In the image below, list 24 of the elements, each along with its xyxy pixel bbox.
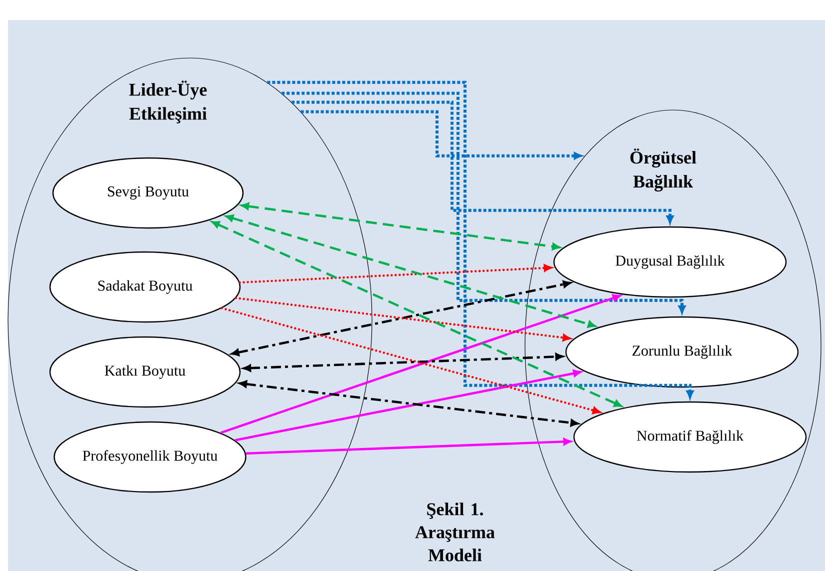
ellipse-node: Katkı Boyutu <box>49 336 241 408</box>
ellipse-node: Zorunlu Bağlılık <box>565 316 799 388</box>
arrow <box>243 353 564 372</box>
ellipse-node: Duygusal Bağlılık <box>553 226 787 298</box>
arrow <box>234 296 571 342</box>
arrow <box>226 214 596 328</box>
ellipse-node: Profesyonellik Boyutu <box>54 421 246 493</box>
arrow <box>220 307 600 414</box>
caption: Şekil 1. Araştırma Modeli <box>415 502 495 562</box>
ellipse-node: Sadakat Boyutu <box>49 251 241 323</box>
arrow <box>231 280 571 356</box>
arrow <box>238 264 552 284</box>
arrow <box>239 380 578 426</box>
arrow <box>234 370 582 442</box>
arrow <box>267 80 694 398</box>
arrow <box>241 202 560 250</box>
arrow <box>246 438 572 455</box>
arrow <box>220 294 621 434</box>
arrow <box>292 100 674 224</box>
arrow <box>212 221 622 407</box>
arrow <box>282 92 686 314</box>
arrow <box>300 110 582 160</box>
ellipse-node: Normatif Bağlılık <box>573 401 807 473</box>
ellipse-node: Sevgi Boyutu <box>52 157 244 229</box>
